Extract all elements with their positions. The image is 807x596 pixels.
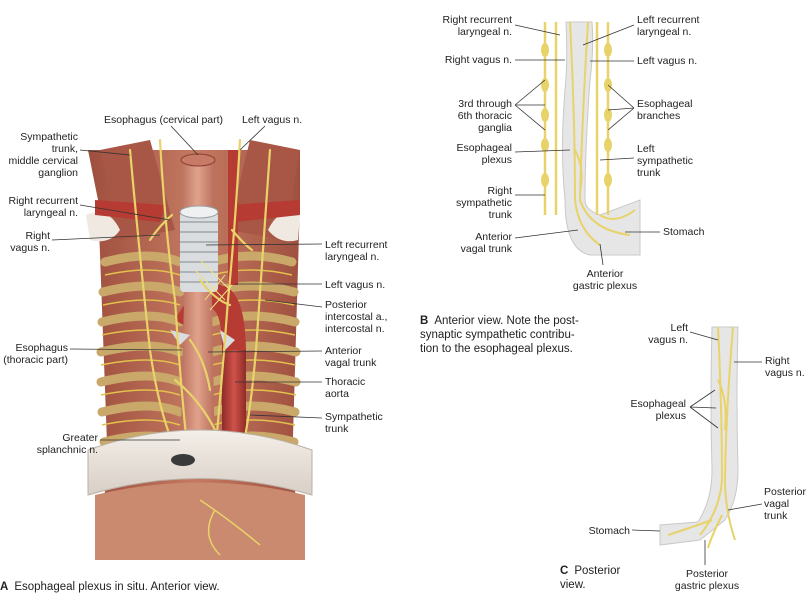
label-thoracic-aorta: Thoracic aorta [325, 376, 366, 400]
esophagus-b [562, 21, 641, 256]
label-left-recurrent-a: Left recurrent laryngeal n. [325, 239, 388, 263]
label-posterior-vagal: Posterior vagal trunk [764, 486, 807, 522]
caption-c-text: Posterior view. [560, 565, 621, 591]
panel-c-illustration [659, 326, 739, 549]
label-right-vagus-c: Right vagus n. [765, 355, 805, 379]
label-esophageal-branches: Esophageal branches [637, 98, 693, 122]
diaphragm [87, 429, 313, 496]
label-anterior-gastric: Anterior gastric plexus [572, 268, 638, 292]
label-posterior-gastric: Posterior gastric plexus [674, 568, 740, 592]
vagus-c [667, 326, 736, 549]
label-esophageal-plexus-c: Esophageal plexus [630, 398, 686, 422]
celiac-plexus [199, 499, 261, 556]
label-right-recurrent-b: Right recurrent laryngeal n. [442, 14, 512, 38]
ganglia-b [541, 43, 612, 187]
caption-a-letter: A [0, 581, 9, 593]
label-right-sympathetic-b: Right sympathetic trunk [455, 185, 512, 221]
nerves-a [128, 138, 272, 462]
panel-b-illustration [541, 21, 641, 256]
common-carotid-left [228, 150, 238, 285]
label-left-vagus-c: Left vagus n. [648, 322, 688, 346]
label-esophageal-plexus-b: Esophageal plexus [456, 142, 512, 166]
label-anterior-vagal-a: Anterior vagal trunk [325, 345, 377, 369]
label-posterior-intercostal: Posterior intercostal a., intercostal n. [325, 299, 388, 335]
label-left-recurrent-b: Left recurrent laryngeal n. [637, 14, 700, 38]
panel-a-illustration [86, 138, 313, 560]
pleura-right [268, 212, 300, 242]
label-anterior-vagal-b: Anterior vagal trunk [460, 231, 512, 255]
label-right-vagus-a: Right vagus n. [10, 230, 50, 254]
panel-c-leaders [631, 331, 763, 565]
caption-b-letter: B [420, 315, 429, 327]
caption-b-text: Anterior view. Note the post- synaptic s… [420, 315, 579, 355]
label-stomach-c: Stomach [588, 525, 630, 537]
label-left-vagus-mid: Left vagus n. [325, 279, 386, 291]
intercostal-vessels [100, 269, 297, 426]
caption-a: A Esophageal plexus in situ. Anterior vie… [0, 580, 220, 594]
label-left-sympathetic-b: Left sympathetic trunk [637, 143, 694, 179]
label-sympathetic-trunk-r: Sympathetic trunk [325, 411, 383, 435]
panel-b-leaders [514, 24, 660, 266]
vagus-b [569, 21, 636, 246]
label-sympathetic-trunk: Sympathetic trunk, middle cervical gangl… [8, 131, 78, 179]
pleura-left [86, 212, 120, 242]
label-left-vagus-b: Left vagus n. [637, 55, 698, 67]
label-thoracic-ganglia: 3rd through 6th thoracic ganglia [457, 98, 512, 134]
caption-c-letter: C [560, 565, 569, 577]
label-stomach-b: Stomach [663, 226, 705, 238]
esophagus-cut-end [180, 153, 216, 167]
label-right-vagus-b: Right vagus n. [444, 54, 512, 66]
label-greater-splanchnic: Greater splanchnic n. [36, 432, 98, 456]
label-esophagus-cervical: Esophagus (cervical part) [104, 114, 224, 126]
label-left-vagus-top: Left vagus n. [242, 114, 303, 126]
caption-a-text: Esophageal plexus in situ. Anterior view… [14, 581, 220, 593]
esophageal-hiatus [171, 454, 195, 466]
esophageal-plexus-a [194, 259, 233, 311]
panel-a-leaders [51, 125, 323, 441]
label-esophagus-thoracic: Esophagus (thoracic part) [3, 342, 68, 366]
abdomen [95, 482, 305, 560]
label-right-recurrent-a: Right recurrent laryngeal n. [8, 195, 78, 219]
